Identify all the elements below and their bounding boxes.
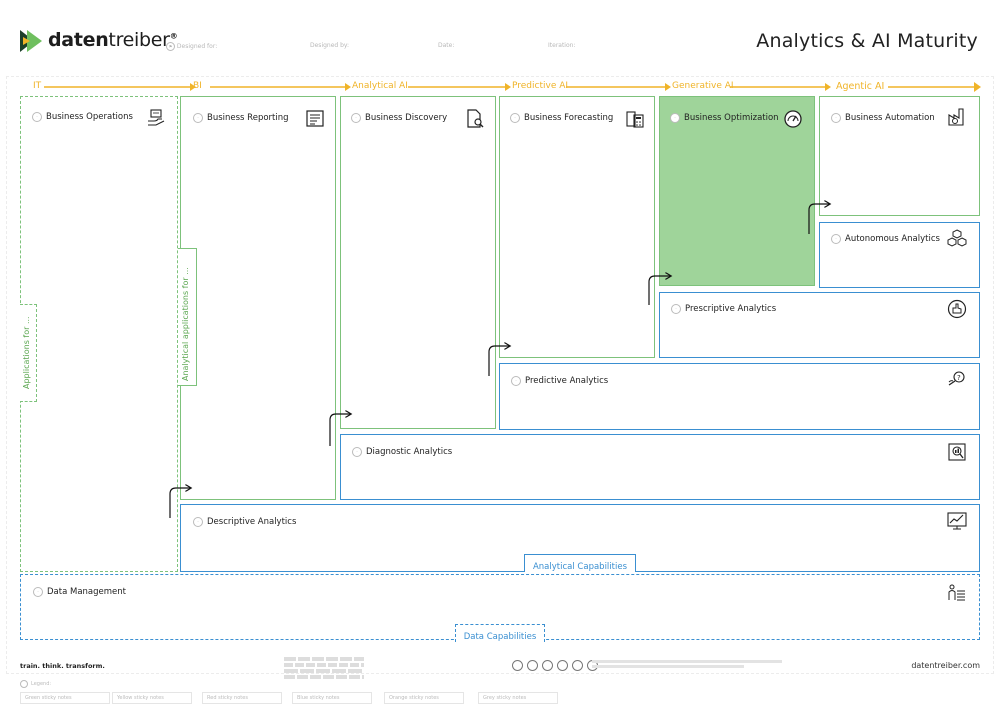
cap-label: Prescriptive Analytics (685, 304, 777, 314)
brand-name-bold: daten (48, 29, 109, 51)
hand-up-icon (947, 299, 967, 319)
app-label: Business Automation (845, 113, 935, 123)
license-icons (512, 660, 598, 671)
brand-name-light: treiber (108, 29, 170, 51)
crystal-ball-icon: ? (948, 371, 965, 386)
factory-gear-icon (948, 108, 964, 126)
cc-icon (512, 660, 523, 671)
stage-agentic-ai: Agentic AI (836, 81, 885, 92)
iteration-field[interactable]: Iteration: (548, 42, 575, 49)
document-search-icon (467, 109, 484, 128)
gauge-icon (784, 110, 802, 128)
person-database-icon (948, 584, 965, 601)
brand-name: datentreiber® (48, 29, 178, 51)
app-business-optimization[interactable]: · Business Optimization (659, 96, 815, 286)
cap-predictive-analytics[interactable]: · Predictive Analytics (499, 363, 980, 430)
registered-mark: ® (169, 31, 178, 41)
cap-label: Diagnostic Analytics (366, 447, 453, 457)
legend-badge (20, 680, 28, 688)
analytical-applications-tab (178, 248, 197, 386)
number-badge: · (510, 113, 520, 123)
date-field[interactable]: Date: (438, 42, 454, 49)
applications-tab (20, 304, 37, 402)
app-label: Business Reporting (207, 113, 289, 123)
analytical-capabilities-tab: Analytical Capabilities (524, 554, 636, 572)
cap-label: Data Management (47, 587, 126, 597)
designed-by-field[interactable]: Designed by: (310, 42, 349, 49)
stage-it: IT (33, 81, 42, 91)
calculator-clipboard-icon (626, 111, 644, 128)
logo-mark-icon (20, 30, 42, 52)
legend-label: Legend: (31, 681, 52, 687)
number-badge: · (33, 587, 43, 597)
svg-text:?: ? (957, 374, 961, 382)
number-badge: · (193, 113, 203, 123)
designed-by-label: Designed by: (310, 42, 350, 49)
iteration-label: Iteration: (548, 42, 576, 49)
number-badge: · (193, 517, 203, 527)
sticky-blue: Blue sticky notes (292, 692, 372, 704)
number-badge: · (511, 376, 521, 386)
app-label: Business Forecasting (524, 113, 614, 123)
number-badge: · (831, 234, 841, 244)
number-badge: · (670, 113, 680, 123)
hexagon-network-icon (947, 229, 967, 247)
line-chart-icon (947, 512, 967, 530)
cap-diagnostic-analytics[interactable]: · Diagnostic Analytics (340, 434, 980, 500)
number-badge: · (352, 447, 362, 457)
designed-for-field[interactable]: ⚑ Designed for: (166, 42, 217, 51)
app-label: Business Operations (46, 112, 133, 122)
app-label: Business Discovery (365, 113, 448, 123)
data-capabilities-tab: Data Capabilities (455, 624, 545, 642)
app-label: Business Optimization (684, 113, 779, 123)
app-business-operations[interactable]: · Business Operations (22, 98, 176, 570)
app-business-discovery[interactable]: · Business Discovery (340, 96, 496, 429)
nc-icon (542, 660, 553, 671)
designer-info (284, 657, 364, 679)
by-icon (527, 660, 538, 671)
app-business-forecasting[interactable]: · Business Forecasting (499, 96, 655, 358)
cap-label: Descriptive Analytics (207, 517, 297, 527)
number-badge: · (671, 304, 681, 314)
share-icon (572, 660, 583, 671)
report-list-icon (306, 110, 324, 127)
cap-prescriptive-analytics[interactable]: · Prescriptive Analytics (659, 292, 980, 358)
legend: Legend: (20, 680, 51, 688)
stage-bi: BI (193, 81, 202, 91)
sticky-yellow: Yellow sticky notes (112, 692, 192, 704)
designed-for-label: Designed for: (176, 43, 218, 50)
logo (20, 30, 46, 56)
app-business-reporting[interactable]: · Business Reporting (180, 96, 336, 500)
sticky-grey: Grey sticky notes (478, 692, 558, 704)
magnifier-chart-icon (948, 443, 966, 461)
sticky-orange: Orange sticky notes (384, 692, 464, 704)
sa-icon (557, 660, 568, 671)
website-link[interactable]: datentreiber.com (911, 661, 980, 670)
sticky-red: Red sticky notes (202, 692, 282, 704)
cap-label: Predictive Analytics (525, 376, 609, 386)
stage-analytical-ai: Analytical AI (352, 81, 408, 91)
stage-arrow (44, 82, 981, 92)
date-label: Date: (438, 42, 455, 49)
number-badge: · (32, 112, 42, 122)
slogan: train. think. transform. (20, 662, 105, 670)
stage-generative-ai: Generative AI (672, 81, 734, 91)
app-business-automation[interactable]: · Business Automation (819, 96, 980, 216)
stage-predictive-ai: Predictive AI (512, 81, 569, 91)
number-badge: · (351, 113, 361, 123)
cap-label: Autonomous Analytics (845, 234, 940, 244)
hand-laptop-icon (148, 109, 165, 126)
license-text (592, 660, 782, 668)
page-title: Analytics & AI Maturity (756, 30, 978, 52)
number-badge: · (831, 113, 841, 123)
sticky-green: Green sticky notes (20, 692, 110, 704)
